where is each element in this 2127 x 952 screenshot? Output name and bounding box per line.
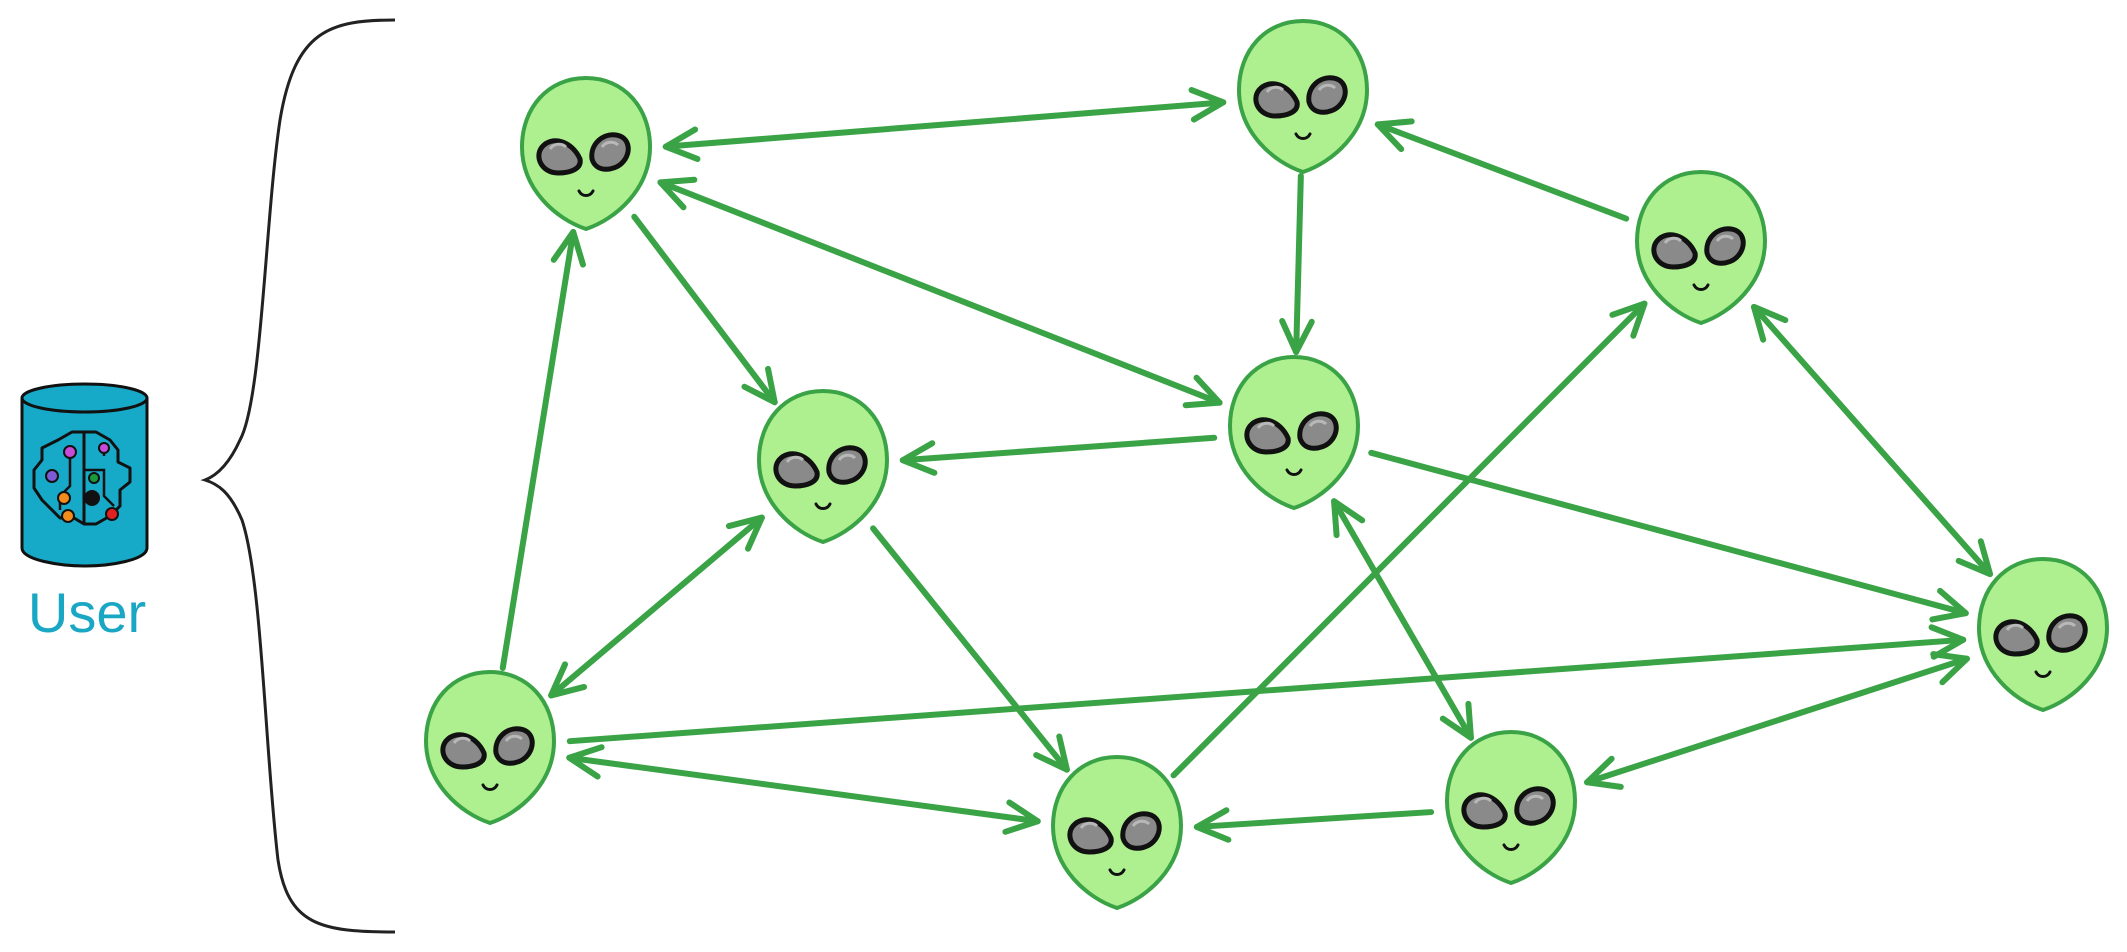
brace — [200, 18, 396, 934]
edge-a1-a2 — [662, 99, 1227, 150]
arrowhead — [1584, 755, 1624, 790]
alien-icon — [1053, 757, 1181, 908]
arrowhead — [1279, 318, 1315, 356]
edge-a7-a8 — [566, 754, 1041, 825]
edge-a8-a3 — [1170, 300, 1648, 779]
user-label: User — [27, 581, 147, 644]
edge-a1-a5 — [631, 213, 778, 406]
arrowhead — [566, 744, 605, 780]
arrowhead — [1193, 807, 1232, 843]
alien-icon — [522, 78, 650, 229]
alien-icon — [1979, 559, 2107, 710]
edge-a4-a5 — [899, 434, 1218, 464]
alien-icon — [426, 672, 554, 823]
edge-a3-a6 — [1750, 303, 1994, 578]
arrowhead — [725, 514, 765, 552]
edge-a9-a8 — [1193, 809, 1435, 830]
edge-a3-a2 — [1374, 121, 1630, 222]
arrowhead — [1928, 624, 1967, 660]
alien-icon — [1239, 21, 1367, 172]
edge-a4-a9 — [1331, 498, 1474, 741]
edge-a7-a5 — [548, 514, 765, 699]
edge-a1-a4 — [657, 179, 1223, 406]
arrowhead — [741, 365, 778, 406]
edge-a5-a8 — [870, 525, 1070, 773]
edge-a2-a4 — [1293, 172, 1304, 356]
arrowhead — [1002, 799, 1041, 835]
edge-a4-a6 — [1368, 449, 1969, 617]
alien-icon — [759, 391, 887, 542]
edge-a7-a6 — [566, 636, 1967, 745]
alien-icon — [1230, 357, 1358, 508]
arrowhead — [1930, 651, 1970, 686]
arrowhead — [1609, 300, 1648, 339]
arrowhead — [1929, 587, 1969, 623]
arrowhead — [1188, 87, 1227, 123]
edge-a7-a1 — [499, 228, 577, 672]
arrowhead — [1750, 303, 1789, 343]
arrowhead — [662, 126, 701, 162]
arrowhead — [1439, 700, 1474, 741]
arrowhead — [1033, 733, 1070, 773]
edge-a9-a6 — [1584, 655, 1970, 786]
arrowhead — [1374, 118, 1415, 153]
arrowhead — [550, 228, 586, 268]
arrowhead — [1182, 374, 1223, 409]
arrowhead — [899, 440, 938, 476]
brain-circuit-database-icon — [20, 382, 149, 568]
arrowhead — [1331, 498, 1366, 539]
alien-icon — [1447, 732, 1575, 883]
arrowhead — [548, 661, 588, 699]
edges-layer — [499, 87, 1994, 843]
alien-icon — [1637, 172, 1765, 323]
arrowhead — [1955, 538, 1994, 578]
arrowhead — [657, 176, 698, 211]
